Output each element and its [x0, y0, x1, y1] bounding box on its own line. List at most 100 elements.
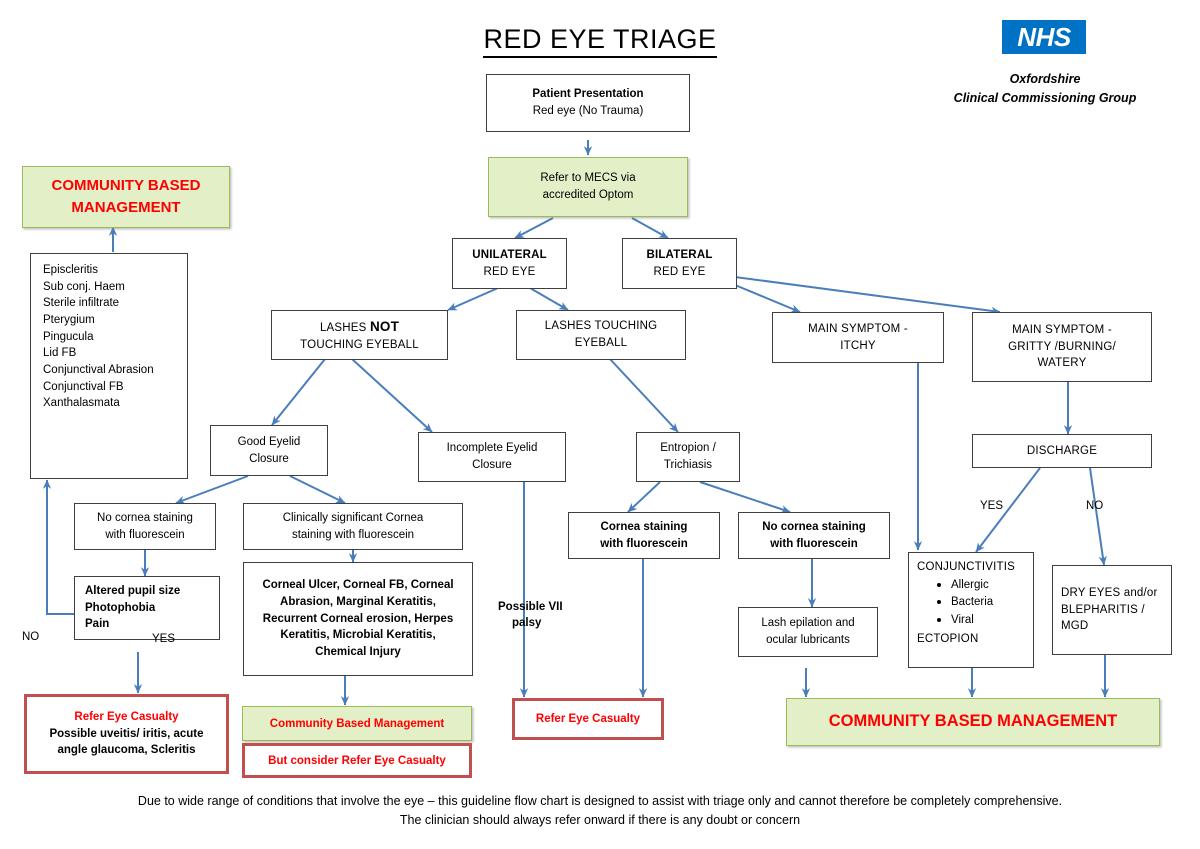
- node-main-symptom-gritty[interactable]: MAIN SYMPTOM - GRITTY /BURNING/ WATERY: [972, 312, 1152, 382]
- main-symptom-gritty-line-1: MAIN SYMPTOM -: [1012, 323, 1112, 336]
- list-item: Pterygium: [43, 314, 95, 327]
- discharge-label: DISCHARGE: [1026, 444, 1098, 457]
- footer-line-1: Due to wide range of conditions that inv…: [137, 794, 1063, 808]
- node-community-conditions-list[interactable]: Episcleritis Sub conj. Haem Sterile infi…: [30, 253, 188, 479]
- list-item: Pingucula: [43, 330, 94, 343]
- edge-label-no-left: NO: [22, 631, 40, 643]
- org-line-1: Oxfordshire: [1009, 72, 1081, 86]
- node-discharge[interactable]: DISCHARGE: [972, 434, 1152, 468]
- bilateral-line-1: BILATERAL: [646, 248, 713, 261]
- entropion-line-2: Trichiasis: [663, 459, 713, 471]
- refer-mecs-line-1: Refer to MECS via: [540, 172, 636, 185]
- node-no-cornea-staining-mid[interactable]: No cornea staining with fluorescein: [738, 512, 890, 559]
- cbm-top-line-2: MANAGEMENT: [71, 199, 181, 216]
- incomplete-eyelid-line-1: Incomplete Eyelid: [446, 442, 538, 455]
- altered-pupil-line-1: Altered pupil size: [85, 584, 181, 597]
- list-item: Sub conj. Haem: [43, 280, 125, 293]
- cbm-small-label: Community Based Management: [269, 717, 445, 730]
- no-cornea-mid-line-2: with fluorescein: [770, 537, 858, 550]
- refer-left-sub-1: Possible uveitis/ iritis, acute: [49, 727, 204, 740]
- list-item: Episcleritis: [43, 264, 98, 276]
- footer-line-2: The clinician should always refer onward…: [399, 813, 801, 828]
- list-item: Conjunctival Abrasion: [43, 364, 154, 377]
- unilateral-line-1: UNILATERAL: [472, 248, 547, 261]
- node-corneal-diagnoses[interactable]: Corneal Ulcer, Corneal FB, Corneal Abras…: [243, 562, 473, 676]
- node-conjunctivitis[interactable]: CONJUNCTIVITIS Allergic Bacteria Viral E…: [908, 552, 1034, 668]
- node-cornea-staining-mid[interactable]: Cornea staining with fluorescein: [568, 512, 720, 559]
- node-community-based-management-bottom[interactable]: COMMUNITY BASED MANAGEMENT: [786, 698, 1160, 746]
- org-line-2: Clinical Commissioning Group: [953, 90, 1137, 105]
- node-patient-presentation[interactable]: Patient Presentation Red eye (No Trauma): [486, 74, 690, 132]
- entropion-line-1: Entropion /: [660, 442, 716, 455]
- node-community-based-management-top[interactable]: COMMUNITY BASED MANAGEMENT: [22, 166, 230, 228]
- main-symptom-gritty-line-3: WATERY: [1037, 357, 1087, 370]
- lash-epilation-line-1: Lash epilation and: [761, 617, 855, 630]
- node-refer-to-mecs[interactable]: Refer to MECS via accredited Optom: [488, 157, 688, 217]
- node-incomplete-eyelid-closure[interactable]: Incomplete Eyelid Closure: [418, 432, 566, 482]
- main-symptom-itchy-line-2: ITCHY: [840, 339, 876, 352]
- dry-eyes-line-3: MGD: [1061, 620, 1089, 633]
- main-symptom-itchy-line-1: MAIN SYMPTOM -: [808, 322, 908, 335]
- node-unilateral-red-eye[interactable]: UNILATERAL RED EYE: [452, 238, 567, 289]
- no-cornea-left-line-1: No cornea staining: [97, 511, 193, 524]
- lashes-touching-line-2: EYEBALL: [574, 337, 628, 349]
- edge-label-yes-left: YES: [152, 633, 176, 645]
- but-consider-label: But consider Refer Eye Casualty: [268, 754, 446, 767]
- no-cornea-left-line-2: with fluorescein: [105, 528, 185, 541]
- node-lash-epilation[interactable]: Lash epilation and ocular lubricants: [738, 607, 878, 657]
- corneal-diagnoses-line-2: Abrasion, Marginal Keratitis,: [280, 595, 436, 608]
- list-item: Lid FB: [43, 347, 77, 360]
- no-cornea-mid-line-1: No cornea staining: [762, 520, 866, 533]
- node-refer-eye-casualty-mid[interactable]: Refer Eye Casualty: [512, 698, 664, 740]
- node-lashes-not-touching-eyeball[interactable]: LASHES NOT TOUCHING EYEBALL: [271, 310, 448, 360]
- patient-presentation-line-1: Patient Presentation: [532, 88, 644, 101]
- node-main-symptom-itchy[interactable]: MAIN SYMPTOM - ITCHY: [772, 312, 944, 363]
- bilateral-line-2: RED EYE: [653, 265, 706, 278]
- edge-label-possible-vii-palsy-2: palsy: [512, 617, 542, 629]
- list-item: Allergic: [937, 577, 993, 595]
- lashes-not-line-1: LASHES NOT: [320, 317, 399, 337]
- conjunctivitis-footer: ECTOPION: [917, 633, 979, 646]
- lashes-not-line-2: TOUCHING EYEBALL: [300, 338, 419, 351]
- list-item: Sterile infiltrate: [43, 297, 120, 310]
- node-but-consider-refer-eye-casualty[interactable]: But consider Refer Eye Casualty: [242, 743, 472, 778]
- refer-mid-heading: Refer Eye Casualty: [535, 712, 641, 725]
- node-clinically-significant-staining[interactable]: Clinically significant Cornea staining w…: [243, 503, 463, 550]
- list-item: Bacteria: [937, 594, 993, 612]
- node-lashes-touching-eyeball[interactable]: LASHES TOUCHING EYEBALL: [516, 310, 686, 360]
- list-item: Conjunctival FB: [43, 380, 124, 393]
- node-dry-eyes-blepharitis[interactable]: DRY EYES and/or BLEPHARITIS / MGD: [1052, 565, 1172, 655]
- node-community-then-consider-group: Community Based Management But consider …: [242, 706, 472, 778]
- dry-eyes-line-2: BLEPHARITIS /: [1061, 603, 1145, 616]
- corneal-diagnoses-line-4: Keratitis, Microbial Keratitis,: [280, 629, 436, 642]
- conjunctivitis-heading: CONJUNCTIVITIS: [917, 561, 1015, 573]
- nhs-logo: NHS: [1002, 20, 1086, 54]
- main-symptom-gritty-line-2: GRITTY /BURNING/: [1008, 340, 1116, 353]
- node-good-eyelid-closure[interactable]: Good Eyelid Closure: [210, 425, 328, 476]
- lashes-touching-line-1: LASHES TOUCHING: [544, 320, 658, 333]
- node-entropion-trichiasis[interactable]: Entropion / Trichiasis: [636, 432, 740, 482]
- edge-label-possible-vii-palsy-1: Possible VII: [498, 601, 563, 613]
- organisation-name: Oxfordshire Clinical Commissioning Group: [900, 70, 1190, 108]
- patient-presentation-line-2: Red eye (No Trauma): [532, 105, 644, 117]
- refer-left-heading: Refer Eye Casualty: [74, 710, 179, 723]
- page-title-text: RED EYE TRIAGE: [483, 24, 717, 58]
- node-community-based-management-small[interactable]: Community Based Management: [242, 706, 472, 741]
- conjunctivitis-bullet-list: Allergic Bacteria Viral: [917, 577, 993, 630]
- cornea-staining-mid-line-2: with fluorescein: [600, 537, 688, 550]
- corneal-diagnoses-line-5: Chemical Injury: [315, 646, 401, 658]
- dry-eyes-line-1: DRY EYES and/or: [1061, 586, 1158, 599]
- corneal-diagnoses-line-1: Corneal Ulcer, Corneal FB, Corneal: [262, 579, 454, 592]
- node-no-cornea-staining-left[interactable]: No cornea staining with fluorescein: [74, 503, 216, 550]
- cbm-top-line-1: COMMUNITY BASED: [51, 177, 201, 195]
- footer-disclaimer: Due to wide range of conditions that inv…: [40, 792, 1160, 831]
- node-altered-pupil-symptoms[interactable]: Altered pupil size Photophobia Pain: [74, 576, 220, 640]
- cbm-bottom-label: COMMUNITY BASED MANAGEMENT: [828, 712, 1118, 731]
- node-refer-eye-casualty-left[interactable]: Refer Eye Casualty Possible uveitis/ iri…: [24, 694, 229, 774]
- lash-epilation-line-2: ocular lubricants: [766, 634, 850, 646]
- cornea-staining-mid-line-1: Cornea staining: [600, 520, 688, 533]
- corneal-diagnoses-line-3: Recurrent Corneal erosion, Herpes: [262, 612, 454, 625]
- list-item: Xanthalasmata: [43, 397, 120, 410]
- node-bilateral-red-eye[interactable]: BILATERAL RED EYE: [622, 238, 737, 289]
